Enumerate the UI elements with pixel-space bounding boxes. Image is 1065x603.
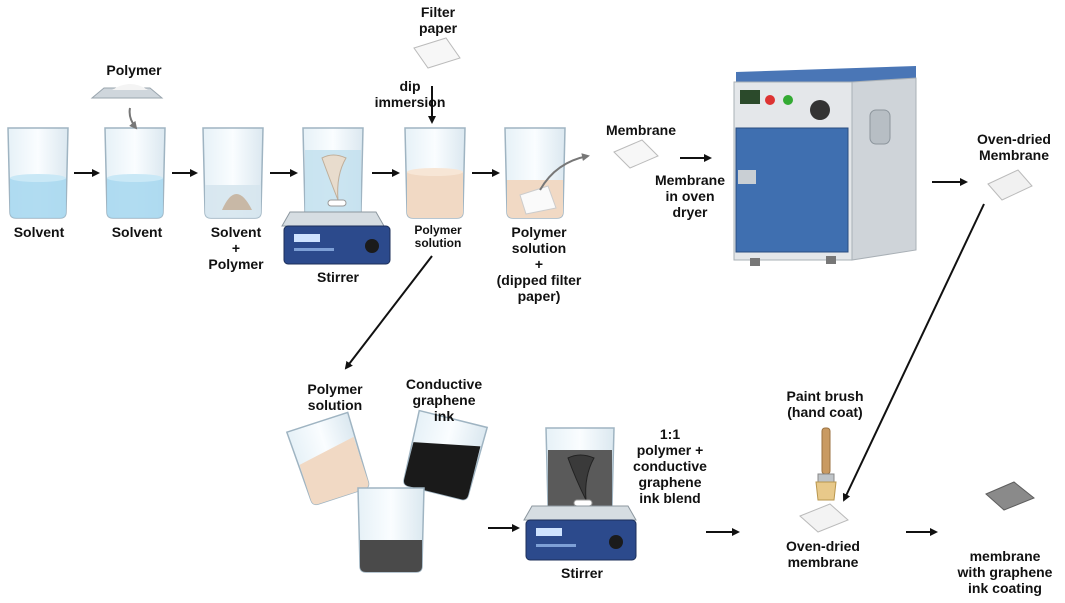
beaker-solvent-polymer [202,127,264,219]
label-stirrer-top: Stirrer [316,269,360,285]
label-polymer-solution-top: Polymer solution [414,223,462,250]
beaker-solvent-2 [104,127,166,219]
oven-dryer [733,66,917,266]
beaker-on-stirrer-top [302,127,364,219]
label-filter-paper: Filter paper [418,4,458,36]
label-paint-brush: Paint brush (hand coat) [786,388,864,420]
label-conductive-graphene-ink: Conductive graphene ink [405,376,483,424]
stirrer-top [281,211,391,265]
beaker-graphene-ink-pouring [403,409,489,501]
arrows-bottom-row [488,524,938,536]
label-final-membrane: membrane with graphene ink coating [957,548,1053,596]
label-membrane: Membrane [605,122,677,138]
label-polymer-solution-bottom: Polymer solution [307,381,363,413]
label-solvent-1: Solvent [13,224,65,240]
membrane-sheet [613,139,659,169]
label-stirrer-bottom: Stirrer [560,565,604,581]
label-polymer-solution-dipped: Polymer solution + (dipped filter paper) [496,224,582,304]
graphene-coated-membrane-sheet [985,481,1035,511]
beaker-dipped-filter [504,127,590,219]
beaker-mixture [357,487,425,573]
beaker-on-stirrer-bottom [545,427,615,513]
label-solvent-2: Solvent [111,224,163,240]
label-polymer-ink-blend: 1:1 polymer + conductive graphene ink bl… [633,426,707,506]
label-solvent-plus-polymer: Solvent + Polymer [208,224,264,272]
oven-dried-membrane-bottom-sheet [799,503,849,533]
oven-dried-membrane-top-sheet [987,169,1033,201]
stirrer-bottom [523,505,637,561]
paint-brush-icon [815,427,837,501]
filter-paper-top [413,37,461,69]
label-polymer: Polymer [106,62,162,78]
polymer-powder-tray [90,84,164,130]
beaker-polymer-solution [404,127,466,219]
label-oven-dried-membrane-top: Oven-dried Membrane [977,131,1051,163]
arrows-top-row [74,86,985,502]
label-membrane-in-oven: Membrane in oven dryer [654,172,726,220]
label-oven-dried-membrane-bottom: Oven-dried membrane [786,538,860,570]
label-dip-immersion: dip immersion [374,78,446,110]
beaker-solvent-1 [7,127,69,219]
